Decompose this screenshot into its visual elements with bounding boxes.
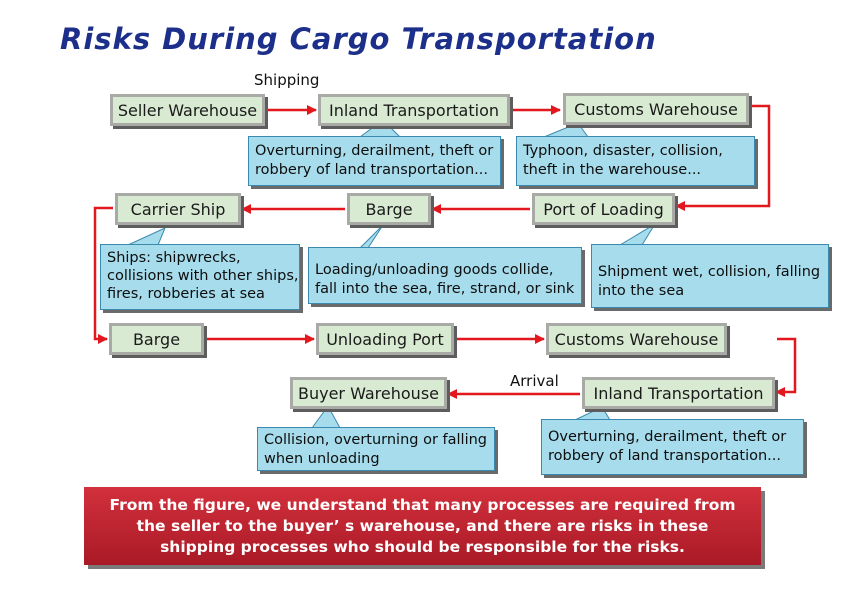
callout-line: robbery of land transportation...	[255, 162, 488, 178]
node-seller-warehouse: Seller Warehouse	[110, 94, 265, 126]
node-inland-transportation-shipping: Inland Transportation	[318, 94, 510, 126]
node-customs-warehouse-destination: Customs Warehouse	[546, 323, 727, 355]
page-title: Risks During Cargo Transportation	[60, 22, 657, 56]
node-barge-destination: Barge	[109, 323, 204, 355]
conclusion-banner: From the figure, we understand that many…	[84, 487, 761, 565]
arrow-customs-to-inland	[775, 337, 797, 397]
callout-pointer-barge	[359, 224, 384, 249]
callout-line: Overturning, derailment, theft or	[548, 429, 787, 445]
callout-line: Ships: shipwrecks,	[107, 250, 241, 266]
callout-line: when unloading	[264, 451, 380, 467]
callout-line: Shipment wet, collision, falling	[598, 264, 821, 280]
callout-line: into the sea	[598, 283, 685, 299]
callout-port-of-loading-risks: Shipment wet, collision, falling into th…	[591, 244, 829, 308]
callout-line: theft in the warehouse...	[523, 162, 702, 178]
callout-barge-risks: Loading/unloading goods collide, fall in…	[308, 247, 582, 304]
callout-carrier-ship-risks: Ships: shipwrecks, collisions with other…	[100, 244, 300, 310]
callout-inland-shipping-risks: Overturning, derailment, theft or robber…	[248, 136, 501, 186]
shipping-label: Shipping	[254, 71, 320, 89]
callout-line: Typhoon, disaster, collision,	[523, 143, 723, 159]
callout-pointer-customs-1	[543, 122, 589, 138]
callout-line: fall into the sea, fire, strand, or sink	[315, 281, 575, 297]
callout-line: Overturning, derailment, theft or	[255, 143, 494, 159]
node-barge-origin: Barge	[347, 193, 431, 225]
callout-line: Loading/unloading goods collide,	[315, 262, 554, 278]
callout-line: fires, robberies at sea	[107, 286, 265, 302]
arrow-carrier-to-barge	[93, 206, 113, 344]
node-customs-warehouse-origin: Customs Warehouse	[563, 93, 749, 125]
conclusion-line: From the figure, we understand that many…	[109, 495, 736, 514]
arrow-customs-to-port	[675, 104, 771, 211]
node-carrier-ship: Carrier Ship	[115, 193, 241, 225]
callout-line: Collision, overturning or falling	[264, 432, 487, 448]
callout-inland-arrival-risks: Overturning, derailment, theft or robber…	[541, 419, 804, 475]
callout-customs-origin-risks: Typhoon, disaster, collision, theft in t…	[516, 136, 755, 186]
callout-buyer-warehouse-risks: Collision, overturning or falling when u…	[257, 427, 495, 471]
arrival-label: Arrival	[510, 372, 559, 390]
conclusion-line: shipping processes who should be respons…	[160, 537, 685, 556]
callout-pointer-port	[619, 223, 656, 246]
callout-pointer-ship	[127, 227, 166, 246]
callout-line: robbery of land transportation...	[548, 448, 781, 464]
node-buyer-warehouse: Buyer Warehouse	[290, 377, 447, 409]
node-port-of-loading: Port of Loading	[532, 193, 675, 225]
conclusion-line: the seller to the buyer’ s warehouse, an…	[136, 516, 709, 535]
node-unloading-port: Unloading Port	[316, 323, 454, 355]
callout-pointer-buyer	[311, 405, 341, 429]
node-inland-transportation-arrival: Inland Transportation	[582, 377, 775, 409]
callout-line: collisions with other ships,	[107, 268, 299, 284]
